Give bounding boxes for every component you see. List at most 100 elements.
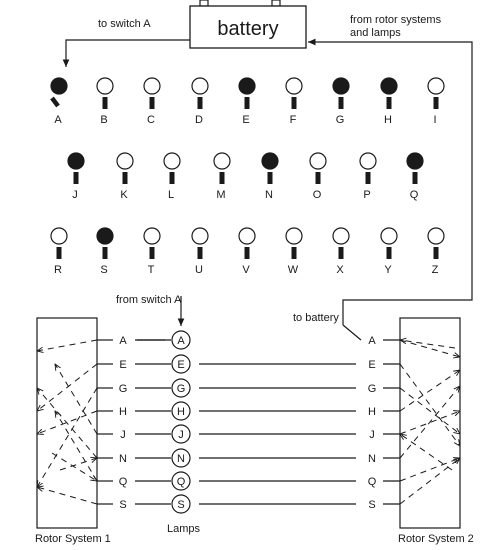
key-cap-t[interactable] bbox=[143, 227, 161, 245]
rotor2-cross-wire-8 bbox=[399, 458, 460, 505]
key-cap-c[interactable] bbox=[143, 77, 161, 95]
key-cap-n[interactable] bbox=[261, 152, 279, 170]
rotor1-letter-a: A bbox=[119, 335, 127, 347]
key-cap-d[interactable] bbox=[191, 77, 209, 95]
key-m[interactable]: M bbox=[213, 152, 231, 201]
rotor1-letter-e: E bbox=[119, 359, 126, 371]
lamp-g bbox=[171, 378, 191, 398]
key-cap-s[interactable] bbox=[96, 227, 114, 245]
key-u[interactable]: U bbox=[191, 227, 209, 276]
key-label-b: B bbox=[100, 114, 107, 126]
key-f[interactable]: F bbox=[285, 77, 303, 126]
key-cap-g[interactable] bbox=[332, 77, 350, 95]
key-switch-o bbox=[315, 172, 321, 184]
key-switch-v bbox=[244, 247, 250, 259]
key-switch-l bbox=[169, 172, 175, 184]
annotation-from-rotor-line1: from rotor systems bbox=[350, 14, 442, 26]
key-label-g: G bbox=[336, 114, 345, 126]
key-i[interactable]: I bbox=[427, 77, 445, 126]
rotor1-cross-wire-7 bbox=[55, 411, 98, 482]
key-cap-a[interactable] bbox=[50, 77, 68, 95]
key-switch-j bbox=[73, 172, 79, 184]
rotor1-cross-wire-5 bbox=[55, 364, 98, 435]
key-p[interactable]: P bbox=[359, 152, 377, 201]
key-label-i: I bbox=[433, 114, 436, 126]
key-label-a: A bbox=[54, 114, 62, 126]
key-label-q: Q bbox=[410, 189, 419, 201]
key-label-r: R bbox=[54, 264, 62, 276]
key-switch-d bbox=[197, 97, 203, 109]
key-cap-v[interactable] bbox=[238, 227, 256, 245]
key-b[interactable]: B bbox=[96, 77, 114, 126]
key-s[interactable]: S bbox=[96, 227, 114, 276]
key-cap-o[interactable] bbox=[309, 152, 327, 170]
key-cap-x[interactable] bbox=[332, 227, 350, 245]
key-k[interactable]: K bbox=[116, 152, 134, 201]
key-cap-q[interactable] bbox=[406, 152, 424, 170]
key-y[interactable]: Y bbox=[380, 227, 398, 276]
key-label-t: T bbox=[148, 264, 155, 276]
key-cap-z[interactable] bbox=[427, 227, 445, 245]
rotor1-letter-h: H bbox=[119, 406, 127, 418]
key-l[interactable]: L bbox=[163, 152, 181, 201]
key-switch-q bbox=[412, 172, 418, 184]
key-switch-t bbox=[149, 247, 155, 259]
key-e[interactable]: E bbox=[238, 77, 256, 126]
key-r[interactable]: R bbox=[50, 227, 68, 276]
key-cap-h[interactable] bbox=[380, 77, 398, 95]
key-h[interactable]: H bbox=[380, 77, 398, 126]
key-cap-y[interactable] bbox=[380, 227, 398, 245]
battery-terminal-left bbox=[199, 0, 209, 7]
key-z[interactable]: Z bbox=[427, 227, 445, 276]
key-v[interactable]: V bbox=[238, 227, 256, 276]
key-c[interactable]: C bbox=[143, 77, 161, 126]
rotor1-cross-wire-9 bbox=[59, 458, 97, 471]
key-cap-b[interactable] bbox=[96, 77, 114, 95]
key-cap-f[interactable] bbox=[285, 77, 303, 95]
lamp-label-e: E bbox=[177, 359, 184, 371]
key-switch-g bbox=[338, 97, 344, 109]
key-cap-m[interactable] bbox=[213, 152, 231, 170]
key-cap-u[interactable] bbox=[191, 227, 209, 245]
key-switch-m bbox=[219, 172, 225, 184]
key-n[interactable]: N bbox=[261, 152, 279, 201]
key-cap-k[interactable] bbox=[116, 152, 134, 170]
wire-to-battery-stub bbox=[342, 324, 362, 341]
key-d[interactable]: D bbox=[191, 77, 209, 126]
lamp-s bbox=[171, 494, 191, 514]
key-label-z: Z bbox=[432, 264, 439, 276]
key-o[interactable]: O bbox=[309, 152, 327, 201]
rotor2-cross-wire-4 bbox=[399, 370, 460, 412]
key-t[interactable]: T bbox=[143, 227, 161, 276]
key-cap-i[interactable] bbox=[427, 77, 445, 95]
key-cap-r[interactable] bbox=[50, 227, 68, 245]
lamp-label-a: A bbox=[177, 335, 185, 347]
key-cap-j[interactable] bbox=[67, 152, 85, 170]
wire-battery-to-switch-a bbox=[62, 39, 190, 67]
rotor1-cross-wire-6 bbox=[37, 388, 98, 459]
key-label-k: K bbox=[120, 189, 128, 201]
key-w[interactable]: W bbox=[285, 227, 303, 276]
rotor2-cross-wire-3 bbox=[399, 387, 460, 434]
key-switch-s bbox=[102, 247, 108, 259]
battery-box bbox=[189, 5, 307, 49]
rotor2-cross-wire-6 bbox=[399, 386, 460, 459]
key-cap-e[interactable] bbox=[238, 77, 256, 95]
key-g[interactable]: G bbox=[332, 77, 350, 126]
annotation-from-switch-a: from switch A bbox=[116, 294, 182, 306]
key-cap-p[interactable] bbox=[359, 152, 377, 170]
key-x[interactable]: X bbox=[332, 227, 350, 276]
key-cap-w[interactable] bbox=[285, 227, 303, 245]
key-cap-l[interactable] bbox=[163, 152, 181, 170]
lamp-label-s: S bbox=[177, 499, 184, 511]
wire-rotor-to-battery bbox=[308, 38, 473, 325]
rotor1-cross-wire-3 bbox=[37, 387, 98, 487]
key-j[interactable]: J bbox=[67, 152, 85, 201]
key-a[interactable]: A bbox=[50, 77, 68, 126]
lamp-label-j: J bbox=[178, 429, 184, 441]
key-q[interactable]: Q bbox=[406, 152, 424, 201]
